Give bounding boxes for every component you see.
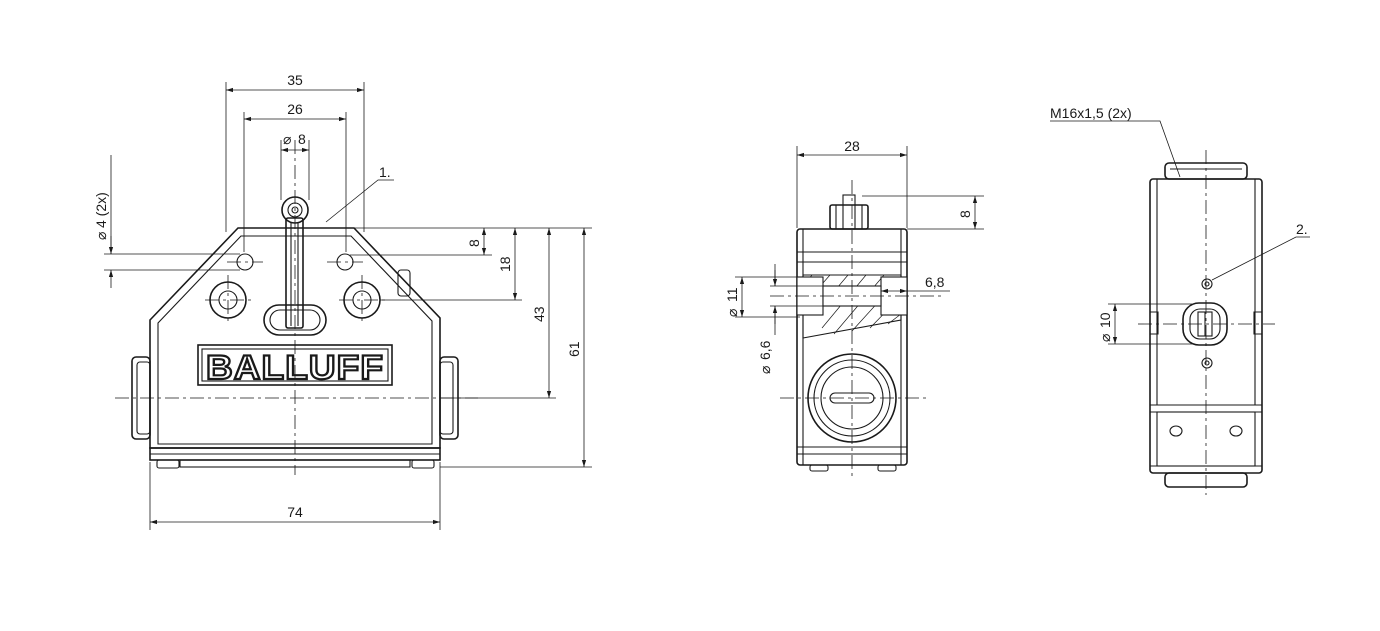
dim-side-8: 8 xyxy=(957,210,973,218)
screw-top xyxy=(1201,278,1213,290)
dim-roller-diameter: 8 xyxy=(298,131,306,147)
callout-1: 1. xyxy=(379,164,391,180)
callout-2: 2. xyxy=(1296,221,1308,237)
dim-right-diameter-10: 10 xyxy=(1097,312,1113,328)
dim-26: 26 xyxy=(287,101,303,117)
dim-74: 74 xyxy=(287,504,303,520)
actuator-lever xyxy=(285,217,304,329)
dim-hole-diameter-symbol: ⌀ xyxy=(93,232,109,240)
screw-bottom xyxy=(1201,357,1213,369)
dim-roller-diameter-symbol: ⌀ xyxy=(283,131,291,147)
dim-front-8: 8 xyxy=(466,239,482,247)
dim-side-diameter-11: 11 xyxy=(724,287,740,302)
balluff-logo: BALLUFF xyxy=(206,349,384,387)
dim-side-diameter-6-6: 6,6 xyxy=(757,340,773,360)
side-view: 28 8 ⌀ 11 ⌀ 6,6 6,8 xyxy=(724,138,984,478)
dim-35: 35 xyxy=(287,72,303,88)
dim-front-61: 61 xyxy=(566,341,582,357)
dim-side-diameter-11-symbol: ⌀ xyxy=(724,309,740,317)
right-view: M16x1,5 (2x) 2. ⌀ 10 xyxy=(1050,105,1310,495)
dim-front-43: 43 xyxy=(531,306,547,322)
dim-side-diameter-6-6-symbol: ⌀ xyxy=(757,366,773,374)
front-view: BALLUFF 35 26 ⌀ 8 1. ⌀ 4 xyxy=(93,72,592,530)
dim-front-18: 18 xyxy=(497,256,513,272)
dim-hole-diameter: 4 (2x) xyxy=(93,192,109,228)
dim-side-6-8: 6,8 xyxy=(925,274,945,290)
dim-right-diameter-10-symbol: ⌀ xyxy=(1097,334,1113,342)
dim-side-28: 28 xyxy=(844,138,860,154)
thread-label: M16x1,5 (2x) xyxy=(1050,105,1132,121)
